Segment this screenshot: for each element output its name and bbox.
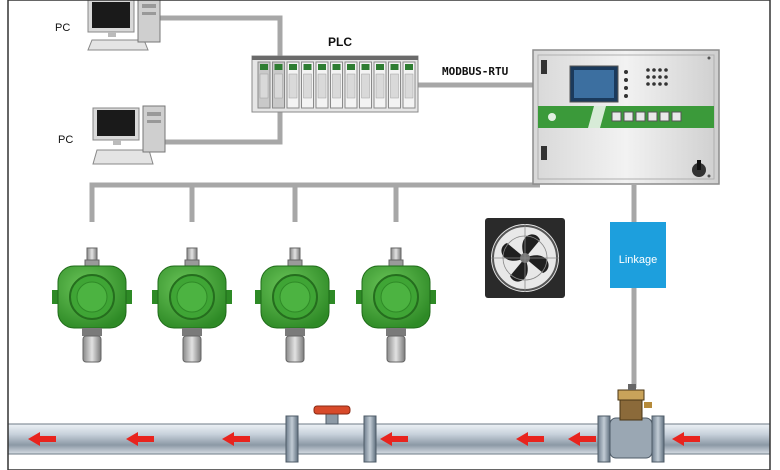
flow-arrow-icon (516, 432, 544, 446)
manual-valve-icon (313, 405, 351, 425)
label-plc: PLC (328, 35, 352, 49)
label-pc-top: PC (55, 22, 70, 34)
gas-detector-icon (152, 247, 232, 363)
flow-arrow-icon (380, 432, 408, 446)
plc-module (388, 61, 401, 109)
solenoid-valve-icon (609, 384, 653, 459)
plc-module (301, 61, 314, 109)
wire-pc-bottom-plc (160, 112, 283, 145)
plc-module (402, 61, 416, 109)
frame-border (7, 0, 771, 470)
gas-pipe (7, 384, 771, 463)
gas-detector-icon (255, 247, 335, 363)
pipe-flange (285, 415, 665, 463)
plc-rack-icon (251, 55, 419, 113)
computer-icon (92, 105, 166, 165)
flow-arrow-icon (28, 432, 56, 446)
plc-module (344, 61, 358, 109)
label-modbus: MODBUS-RTU (442, 65, 509, 78)
control-panel-icon (532, 49, 720, 185)
plc-module (359, 61, 372, 109)
exhaust-fan-icon (485, 218, 565, 298)
flow-arrow-icon (568, 432, 596, 446)
plc-module (257, 61, 271, 109)
wire-detector-bus (89, 182, 540, 222)
flow-arrow-icon (672, 432, 700, 446)
plc-module (315, 61, 329, 109)
label-pc-bottom: PC (58, 134, 73, 146)
flow-arrows (28, 432, 700, 446)
flow-arrow-icon (222, 432, 250, 446)
plc-module (373, 61, 387, 109)
flow-arrow-icon (126, 432, 154, 446)
wiring (89, 15, 637, 388)
gas-detector-icon (52, 247, 132, 363)
gas-detector-icon (356, 247, 436, 363)
wire-pc-top-plc (160, 15, 283, 58)
linkage-label: Linkage (619, 254, 658, 266)
computer-icon (87, 0, 161, 51)
plc-module (286, 61, 300, 109)
linkage-box: Linkage (610, 222, 666, 288)
plc-module (272, 61, 285, 109)
plc-module (330, 61, 343, 109)
